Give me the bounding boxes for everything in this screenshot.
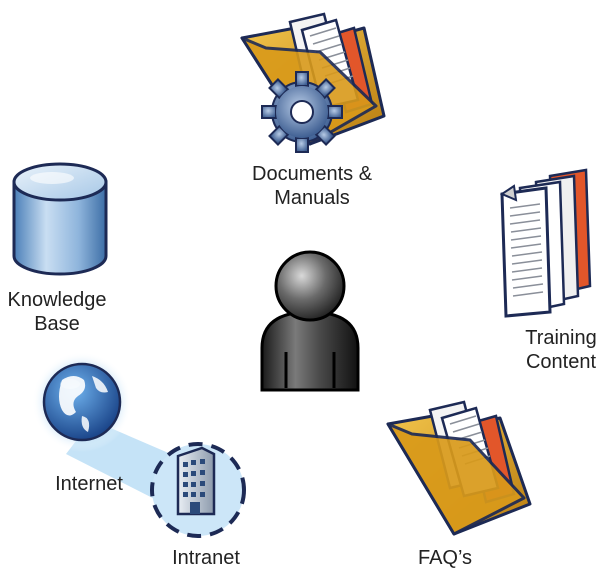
folder-documents-icon — [386, 400, 532, 536]
knowledge-base-node — [10, 160, 110, 278]
user-icon — [260, 250, 360, 392]
intranet-building-node — [176, 446, 216, 516]
network-connection-graphic — [32, 352, 246, 538]
database-icon — [12, 162, 108, 276]
intranet-label: Intranet — [172, 547, 240, 569]
knowledge-base-label: Knowledge Base — [7, 289, 107, 335]
faq-label: FAQ’s — [417, 547, 473, 569]
internet-intranet-node — [22, 350, 266, 550]
training-content-node — [494, 168, 594, 318]
documents-manuals-node — [236, 8, 386, 158]
documents-manuals-label: Documents & Manuals — [252, 163, 373, 209]
user-node — [258, 248, 362, 392]
faq-node — [384, 400, 534, 540]
training-content-label: Training Content — [525, 327, 597, 373]
folder-gear-icon — [240, 12, 386, 153]
office-building-icon — [176, 446, 216, 516]
documents-stack-icon — [499, 168, 592, 318]
internet-label: Internet — [55, 473, 123, 495]
